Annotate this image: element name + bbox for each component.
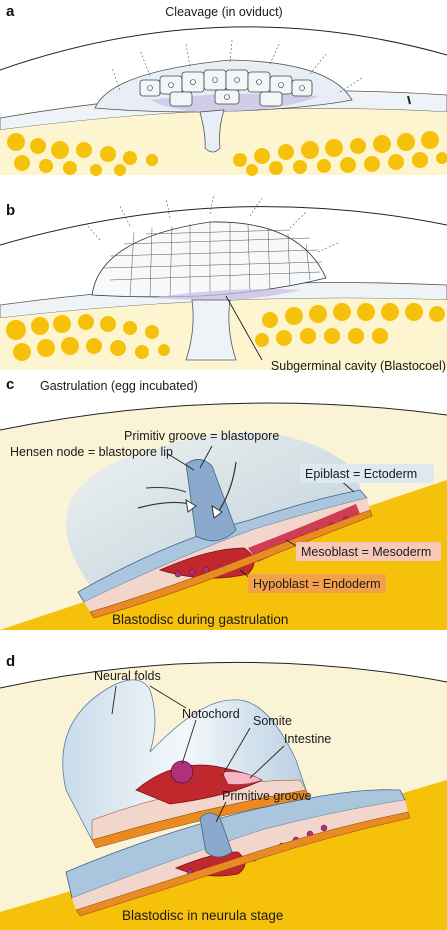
panel-c-caption: Blastodisc during gastrulation bbox=[112, 612, 288, 627]
panel-a-shell-line bbox=[0, 26, 447, 71]
epiblast-label-box bbox=[300, 464, 434, 483]
label-primitiv-groove: Primitiv groove = blastopore bbox=[124, 429, 279, 443]
panel-c: c Gastrulation (egg incubated) bbox=[0, 376, 447, 630]
label-somite: Somite bbox=[253, 714, 292, 728]
panel-a-tick bbox=[407, 95, 411, 105]
panel-b: b Subgerminal cavity (Blastocoel bbox=[0, 193, 447, 373]
panel-a-hairs bbox=[111, 39, 363, 93]
hypoblast-label-box bbox=[248, 574, 386, 593]
label-epiblast: Epiblast = Ectoderm bbox=[305, 467, 417, 481]
label-primitive-groove: Primitive groove bbox=[222, 789, 312, 803]
panel-c-hypoblast-layer bbox=[89, 509, 373, 619]
panel-d-primitive-node bbox=[199, 812, 233, 858]
panel-d: d Neural folds Notochord Somite In bbox=[0, 653, 447, 930]
panel-c-leader-hensen bbox=[167, 453, 195, 471]
panel-b-leader bbox=[225, 295, 263, 361]
label-intestine: Intestine bbox=[284, 732, 331, 746]
panel-b-yolk-spheres bbox=[6, 303, 445, 361]
label-notochord: Notochord bbox=[182, 707, 240, 721]
panel-a: a Cleavage (in oviduct) bbox=[0, 3, 447, 176]
panel-d-leader-primgroove bbox=[215, 801, 227, 823]
panel-a-yolk-spheres bbox=[7, 131, 447, 176]
panel-c-shell-line bbox=[0, 402, 447, 431]
panel-d-shell-line bbox=[0, 661, 447, 689]
panel-c-arrow-mid bbox=[145, 487, 187, 493]
label-subgerminal-cavity: Subgerminal cavity (Blastocoel) bbox=[271, 359, 446, 373]
panel-d-caption: Blastodisc in neurula stage bbox=[122, 908, 283, 923]
panel-d-leader-somite bbox=[221, 727, 251, 777]
panel-letter-d: d bbox=[6, 653, 15, 670]
panel-d-leader-neural bbox=[111, 685, 187, 715]
panel-b-latebra bbox=[185, 299, 237, 361]
panel-letter-c: c bbox=[6, 376, 14, 393]
panel-letter-a: a bbox=[6, 3, 15, 20]
panel-a-title: Cleavage (in oviduct) bbox=[165, 5, 282, 19]
panel-b-cavity bbox=[150, 289, 300, 301]
panel-c-title: Gastrulation (egg incubated) bbox=[40, 379, 198, 393]
panel-d-intestine bbox=[221, 771, 263, 785]
panel-c-hensen-node bbox=[185, 459, 237, 542]
mesoblast-label-box bbox=[296, 542, 441, 561]
label-mesoblast: Mesoblast = Mesoderm bbox=[301, 545, 431, 559]
label-neural-folds: Neural folds bbox=[94, 669, 161, 683]
panel-c-leader-groove bbox=[199, 445, 213, 469]
label-hensen-node: Hensen node = blastopore lip bbox=[10, 445, 173, 459]
panel-b-blastoderm bbox=[91, 221, 327, 298]
panel-d-lower-endoderm bbox=[75, 811, 411, 917]
panel-letter-b: b bbox=[6, 202, 15, 219]
panel-d-leader-intestine bbox=[249, 745, 285, 779]
panel-b-cell-grid bbox=[103, 222, 323, 297]
panel-b-shell-line bbox=[0, 206, 447, 246]
panel-a-latebra bbox=[199, 109, 225, 153]
panel-d-notochord bbox=[170, 760, 194, 784]
panel-d-leader-notochord bbox=[181, 719, 197, 765]
label-hypoblast: Hypoblast = Endoderm bbox=[253, 577, 381, 591]
